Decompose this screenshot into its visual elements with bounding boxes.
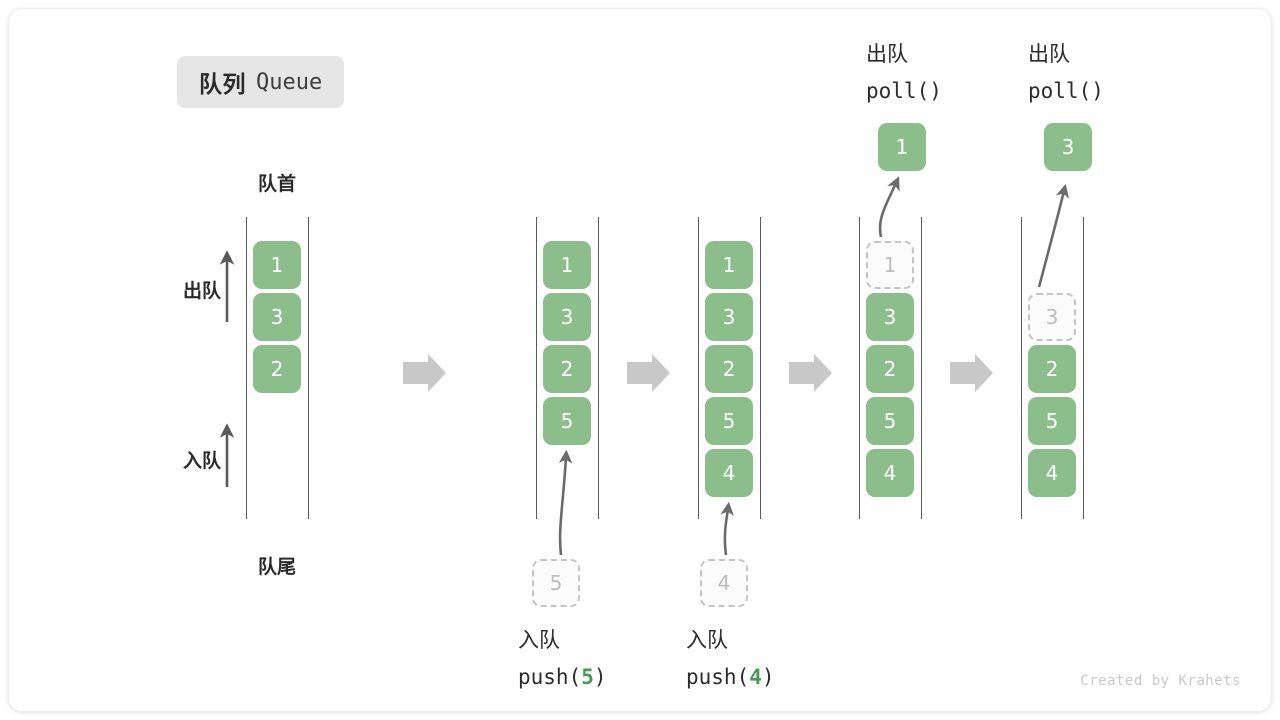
poll-1-arrow bbox=[878, 176, 900, 238]
push-5-caption-cn: 入队 bbox=[518, 629, 560, 652]
queue-cell: 4 bbox=[866, 449, 914, 497]
poll-1-caption: 出队 poll() bbox=[866, 37, 1046, 109]
queue-cell: 3 bbox=[866, 293, 914, 341]
credit-text: Created by Krahets bbox=[1080, 673, 1241, 689]
rail-left bbox=[698, 217, 699, 519]
queue-tail-label: 队尾 bbox=[257, 557, 296, 578]
rail-left bbox=[1021, 217, 1022, 519]
poll-1-caption-code: poll() bbox=[866, 79, 942, 103]
poll-3-arrow bbox=[1037, 183, 1070, 288]
poll-3-caption: 出队 poll() bbox=[1028, 37, 1208, 109]
push-4-arrow bbox=[720, 501, 734, 556]
dequeue-direction-label: 出队 bbox=[182, 281, 221, 302]
title-english: Queue bbox=[256, 69, 323, 95]
queue-cell: 3 bbox=[253, 293, 301, 341]
queue-cell: 5 bbox=[705, 397, 753, 445]
popped-cell-1: 1 bbox=[878, 123, 926, 171]
step-separator-arrow-2 bbox=[627, 354, 670, 392]
queue-cell: 4 bbox=[705, 449, 753, 497]
queue-cell: 2 bbox=[543, 345, 591, 393]
queue-head-label: 队首 bbox=[257, 174, 296, 195]
rail-left bbox=[246, 217, 247, 519]
pending-enqueue-cell-4: 4 bbox=[700, 559, 748, 607]
queue-cell: 2 bbox=[705, 345, 753, 393]
push-5-arrow bbox=[558, 449, 573, 556]
queue-cell: 1 bbox=[705, 241, 753, 289]
rail-right bbox=[308, 217, 309, 519]
dequeued-slot-ghost: 1 bbox=[866, 241, 914, 289]
push-5-caption: 入队 push(5) bbox=[518, 623, 698, 695]
queue-cell: 1 bbox=[253, 241, 301, 289]
rail-right bbox=[598, 217, 599, 519]
push-5-caption-code: push(5) bbox=[518, 665, 607, 689]
pending-enqueue-cell-5: 5 bbox=[532, 559, 580, 607]
diagram-card: 队列 Queue 队首 队尾 出队 入队 1 3 2 1 3 2 5 5 入 bbox=[8, 8, 1272, 712]
step-separator-arrow-4 bbox=[950, 354, 993, 392]
rail-left bbox=[859, 217, 860, 519]
queue-cell: 2 bbox=[1028, 345, 1076, 393]
poll-1-caption-cn: 出队 bbox=[866, 43, 908, 66]
step-separator-arrow-3 bbox=[789, 354, 832, 392]
queue-cell: 4 bbox=[1028, 449, 1076, 497]
rail-left bbox=[536, 217, 537, 519]
queue-cell: 3 bbox=[705, 293, 753, 341]
dequeued-slot-ghost: 3 bbox=[1028, 293, 1076, 341]
poll-3-caption-cn: 出队 bbox=[1028, 43, 1070, 66]
poll-3-caption-code: poll() bbox=[1028, 79, 1104, 103]
queue-cell: 2 bbox=[253, 345, 301, 393]
rail-right bbox=[921, 217, 922, 519]
title-chinese: 队列 bbox=[199, 71, 246, 97]
queue-cell: 3 bbox=[543, 293, 591, 341]
push-4-caption-code: push(4) bbox=[686, 665, 775, 689]
queue-cell: 5 bbox=[866, 397, 914, 445]
popped-cell-3: 3 bbox=[1044, 123, 1092, 171]
queue-cell: 5 bbox=[1028, 397, 1076, 445]
enqueue-direction-label: 入队 bbox=[182, 451, 221, 472]
queue-cell: 5 bbox=[543, 397, 591, 445]
title-badge: 队列 Queue bbox=[177, 56, 345, 108]
queue-cell: 2 bbox=[866, 345, 914, 393]
rail-right bbox=[1083, 217, 1084, 519]
rail-right bbox=[760, 217, 761, 519]
push-4-caption: 入队 push(4) bbox=[686, 623, 866, 695]
push-4-caption-cn: 入队 bbox=[686, 629, 728, 652]
step-separator-arrow-1 bbox=[403, 354, 446, 392]
queue-cell: 1 bbox=[543, 241, 591, 289]
